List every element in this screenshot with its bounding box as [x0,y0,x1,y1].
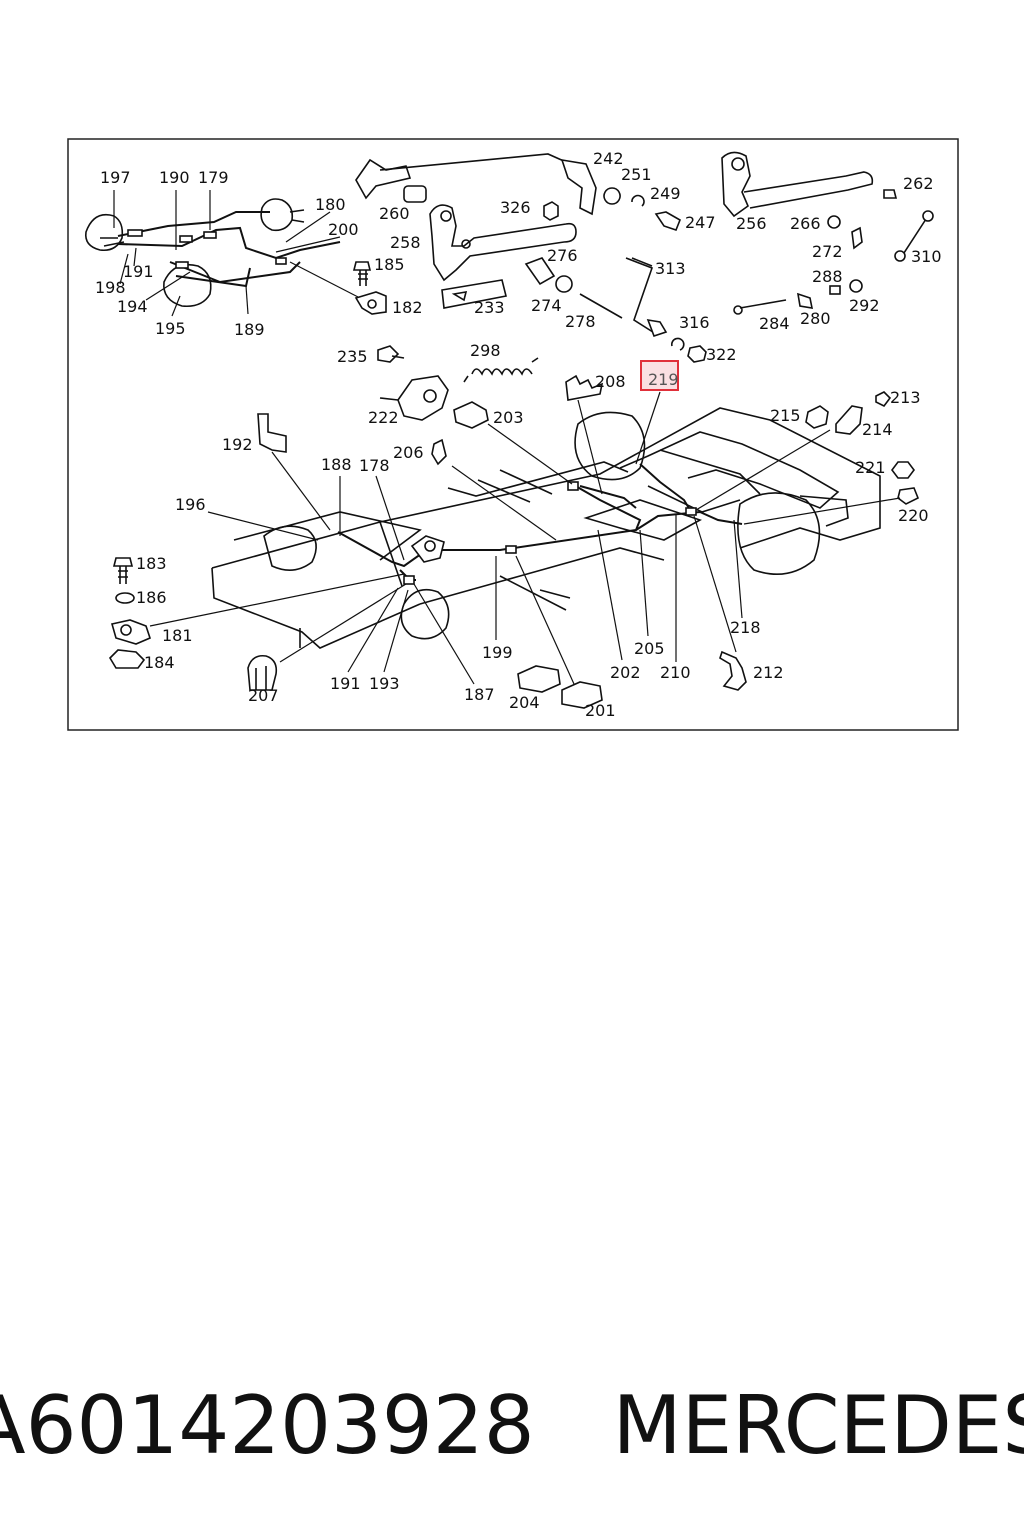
callout-284: 284 [759,314,790,333]
callout-218: 218 [730,618,761,637]
callout-204: 204 [509,693,540,712]
callout-198: 198 [95,278,126,297]
linkage-upper-right [721,151,934,315]
callout-178: 178 [359,456,390,475]
callout-200: 200 [328,220,359,239]
callout-210: 210 [660,663,691,682]
callout-288: 288 [812,267,843,286]
diagram-frame [67,138,959,731]
callout-206: 206 [393,443,424,462]
callout-202: 202 [610,663,641,682]
callout-298: 298 [470,341,501,360]
callout-188: 188 [321,455,352,474]
callout-196: 196 [175,495,206,514]
callout-201: 201 [585,701,616,720]
callout-194: 194 [117,297,148,316]
part-number-text: A6014203928 [0,1378,535,1472]
callout-207: 207 [248,686,279,705]
callout-220: 220 [898,506,929,525]
callout-274: 274 [531,296,562,315]
callout-195: 195 [155,319,186,338]
callout-326: 326 [500,198,531,217]
highlight-box-219 [640,360,679,391]
mid-hardware [377,345,920,505]
callout-189: 189 [234,320,265,339]
callout-251: 251 [621,165,652,184]
rod-313 [625,257,707,363]
callout-192: 192 [222,435,253,454]
callout-213: 213 [890,388,921,407]
callout-197: 197 [100,168,131,187]
callout-181: 181 [162,626,193,645]
lower-left-parts [108,413,747,709]
callout-199: 199 [482,643,513,662]
callout-260: 260 [379,204,410,223]
callout-235: 235 [337,347,368,366]
callout-258: 258 [390,233,421,252]
callout-242: 242 [593,149,624,168]
callout-180: 180 [315,195,346,214]
chassis-frame [211,407,881,649]
callout-labels: 197 190 179 180 200 198 191 194 195 189 … [95,149,942,720]
callout-203: 203 [493,408,524,427]
parts-diagram: 197 190 179 180 200 198 191 194 195 189 … [67,138,959,731]
callout-313: 313 [655,259,686,278]
callout-215: 215 [770,406,801,425]
callout-222: 222 [368,408,399,427]
brake-line-assembly-front [84,190,361,317]
callout-266: 266 [790,214,821,233]
callout-280: 280 [800,309,831,328]
callout-182: 182 [392,298,423,317]
callout-249: 249 [650,184,681,203]
callout-185: 185 [374,255,405,274]
callout-322: 322 [706,345,737,364]
callout-212: 212 [753,663,784,682]
brand-text: MERCEDES [612,1378,1024,1472]
callout-187: 187 [464,685,495,704]
bolt-185 [352,261,372,286]
callout-191-lower: 191 [330,674,361,693]
callout-179: 179 [198,168,229,187]
callout-262: 262 [903,174,934,193]
bracket-182 [354,291,387,315]
callout-278: 278 [565,312,596,331]
callout-186: 186 [136,588,167,607]
leader-lines [149,391,901,685]
callout-276: 276 [547,246,578,265]
brake-pipes-frame [337,463,743,585]
callout-272: 272 [812,242,843,261]
callout-208: 208 [595,372,626,391]
callout-183: 183 [136,554,167,573]
callout-205: 205 [634,639,665,658]
callout-193: 193 [369,674,400,693]
part-caption: A6014203928 MERCEDES [0,1370,1024,1480]
callout-214: 214 [862,420,893,439]
callout-219: 219 [648,370,679,389]
callout-316: 316 [679,313,710,332]
callout-256: 256 [736,214,767,233]
linkage-upper-middle [355,153,682,319]
callout-221: 221 [855,458,886,477]
callout-190: 190 [159,168,190,187]
callout-191: 191 [123,262,154,281]
callout-184: 184 [144,653,175,672]
callout-233: 233 [474,298,505,317]
callout-247: 247 [685,213,716,232]
callout-310: 310 [911,247,942,266]
callout-292: 292 [849,296,880,315]
